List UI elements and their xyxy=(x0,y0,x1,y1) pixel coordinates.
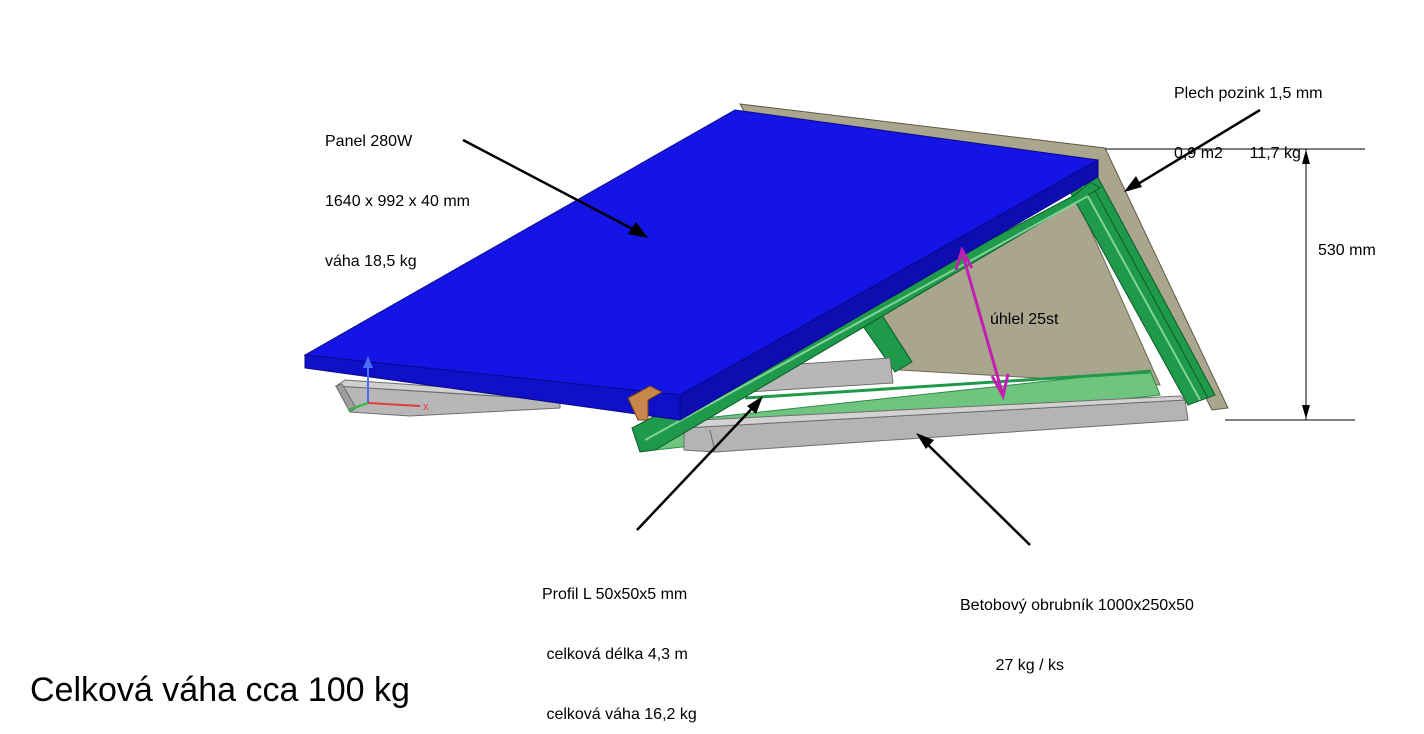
curb-label-line: Betobový obrubník 1000x250x50 xyxy=(960,597,1194,614)
profile-label-line: celková délka 4,3 m xyxy=(542,646,688,663)
sheet-label: Plech pozink 1,5 mm 0,9 m2 11,7 kg xyxy=(1174,44,1323,204)
bracket xyxy=(627,385,664,421)
curb-label: Betobový obrubník 1000x250x50 27 kg / ks xyxy=(960,556,1194,716)
panel-label-line: váha 18,5 kg xyxy=(325,253,417,270)
sheet-label-line: 0,9 m2 11,7 kg xyxy=(1174,145,1301,162)
annotation-arrows xyxy=(462,108,1261,546)
axis-triad xyxy=(347,356,421,411)
profile-label-line: Profil L 50x50x5 mm xyxy=(542,586,688,603)
axis-x-label: x xyxy=(423,401,429,413)
height-label: 530 mm xyxy=(1318,242,1376,259)
angle-label: úhlel 25st xyxy=(990,311,1059,328)
profile-label-line: celková váha 16,2 kg xyxy=(542,706,697,723)
solar-panel xyxy=(303,109,1100,421)
angle-arrow xyxy=(954,246,1010,401)
total-weight: Celková váha cca 100 kg xyxy=(30,671,410,709)
height-dimension xyxy=(1105,148,1365,421)
curb-label-line: 27 kg / ks xyxy=(960,657,1065,674)
front-rail xyxy=(631,181,1101,453)
sheet-label-line: Plech pozink 1,5 mm xyxy=(1174,85,1323,102)
profile-label: Profil L 50x50x5 mm celková délka 4,3 m … xyxy=(542,545,697,734)
panel-label-line: Panel 280W xyxy=(325,133,413,150)
panel-label-line: 1640 x 992 x 40 mm xyxy=(325,193,470,210)
panel-label: Panel 280W 1640 x 992 x 40 mm váha 18,5 … xyxy=(325,92,470,312)
